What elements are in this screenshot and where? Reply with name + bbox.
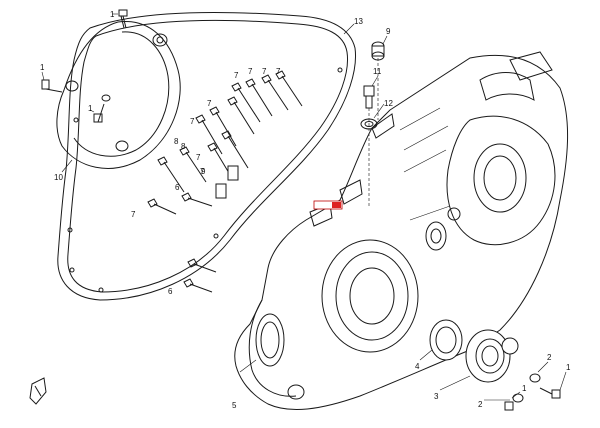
bearing-part (465, 329, 519, 383)
bolt-right (504, 387, 561, 411)
callout-7b: 7 (248, 67, 253, 76)
callout-7h: 7 (131, 210, 136, 219)
gasket-part (57, 11, 357, 301)
inner-cover-part (56, 21, 181, 169)
callout-labels: 1 1 1 13 9 11 12 10 7 7 7 7 7 7 7 8 8 9 … (40, 10, 571, 410)
callout-12: 12 (384, 99, 393, 108)
callout-11: 11 (373, 67, 382, 76)
callout-7d: 7 (276, 67, 281, 76)
bolt-top-left (118, 9, 128, 29)
front-arrow-icon (29, 377, 47, 405)
callout-1-mid: 1 (88, 104, 93, 113)
callout-7f: 7 (190, 117, 195, 126)
callout-7a: 7 (234, 71, 239, 80)
callout-8b: 8 (174, 137, 179, 146)
callout-4: 4 (415, 362, 420, 371)
callout-1-bottom: 1 (522, 384, 527, 393)
callout-7i: 7 (200, 167, 205, 176)
oil-seal-part (429, 319, 463, 361)
callout-7g: 7 (196, 153, 201, 162)
callout-2b: 2 (478, 400, 483, 409)
bolt-mid (93, 103, 105, 123)
callout-1-top: 1 (110, 10, 115, 19)
callout-13: 13 (354, 17, 363, 26)
callout-10: 10 (54, 173, 63, 182)
callout-7c: 7 (262, 67, 267, 76)
crankcase-cover-part (234, 51, 569, 411)
bolt-left (41, 79, 63, 93)
callout-1-left: 1 (40, 63, 45, 72)
callout-5: 5 (232, 401, 237, 410)
callout-1-right: 1 (566, 363, 571, 372)
callout-6a: 6 (175, 183, 180, 192)
callout-9b: 9 (201, 167, 206, 176)
drain-plug-part (363, 85, 375, 109)
callout-2a: 2 (547, 353, 552, 362)
callout-3: 3 (434, 392, 439, 401)
washer-right (512, 373, 541, 403)
dowel-pin-part (371, 41, 385, 61)
callout-8a: 8 (181, 142, 186, 151)
callout-7e: 7 (207, 99, 212, 108)
callout-9: 9 (386, 27, 391, 36)
bolt-array (147, 70, 303, 293)
callout-6b: 6 (168, 287, 173, 296)
